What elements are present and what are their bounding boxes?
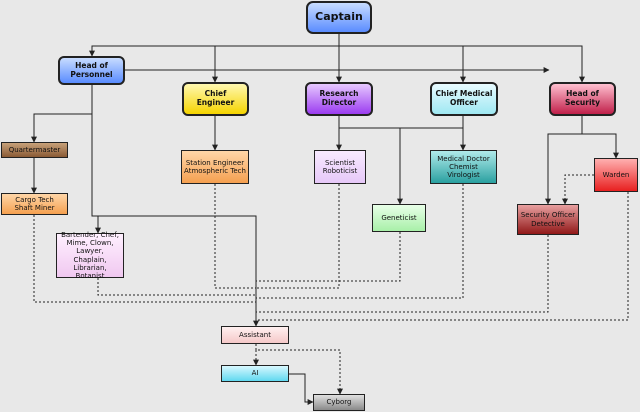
node-security-officer: Security Officer Detective <box>517 204 579 235</box>
link-hop-service <box>91 84 101 234</box>
node-warden: Warden <box>594 158 638 192</box>
node-station-engineer: Station Engineer Atmospheric Tech <box>181 150 249 184</box>
node-chief-medical-officer: Chief Medical Officer <box>430 82 498 116</box>
node-head-of-personnel: Head of Personnel <box>58 56 125 85</box>
node-service-staff: Bartender, Chef, Mime, Clown, Lawyer, Ch… <box>56 231 124 280</box>
dotted-cargo-assistant <box>33 215 256 303</box>
dotted-warden-sec <box>562 174 594 205</box>
node-cyborg: Cyborg <box>313 394 365 411</box>
node-captain: Captain <box>306 1 372 34</box>
node-assistant: Assistant <box>221 326 289 344</box>
dotted-assistant-ai <box>255 344 343 395</box>
node-ai: AI <box>221 365 289 382</box>
node-geneticist: Geneticist <box>372 204 426 232</box>
link-ai-cyborg <box>289 373 314 405</box>
node-cargo-tech: Cargo Tech Shaft Miner <box>1 193 68 215</box>
link-hop-qm <box>31 84 93 143</box>
node-scientist: Scientist Roboticist <box>314 150 366 184</box>
node-chief-engineer: Chief Engineer <box>182 82 249 116</box>
node-medical-doctor: Medical Doctor Chemist Virologist <box>430 150 497 184</box>
node-research-director: Research Director <box>305 82 373 116</box>
node-head-of-security: Head of Security <box>549 82 616 116</box>
node-quartermaster: Quartermaster <box>1 142 68 158</box>
link-hos-warden <box>581 116 619 159</box>
